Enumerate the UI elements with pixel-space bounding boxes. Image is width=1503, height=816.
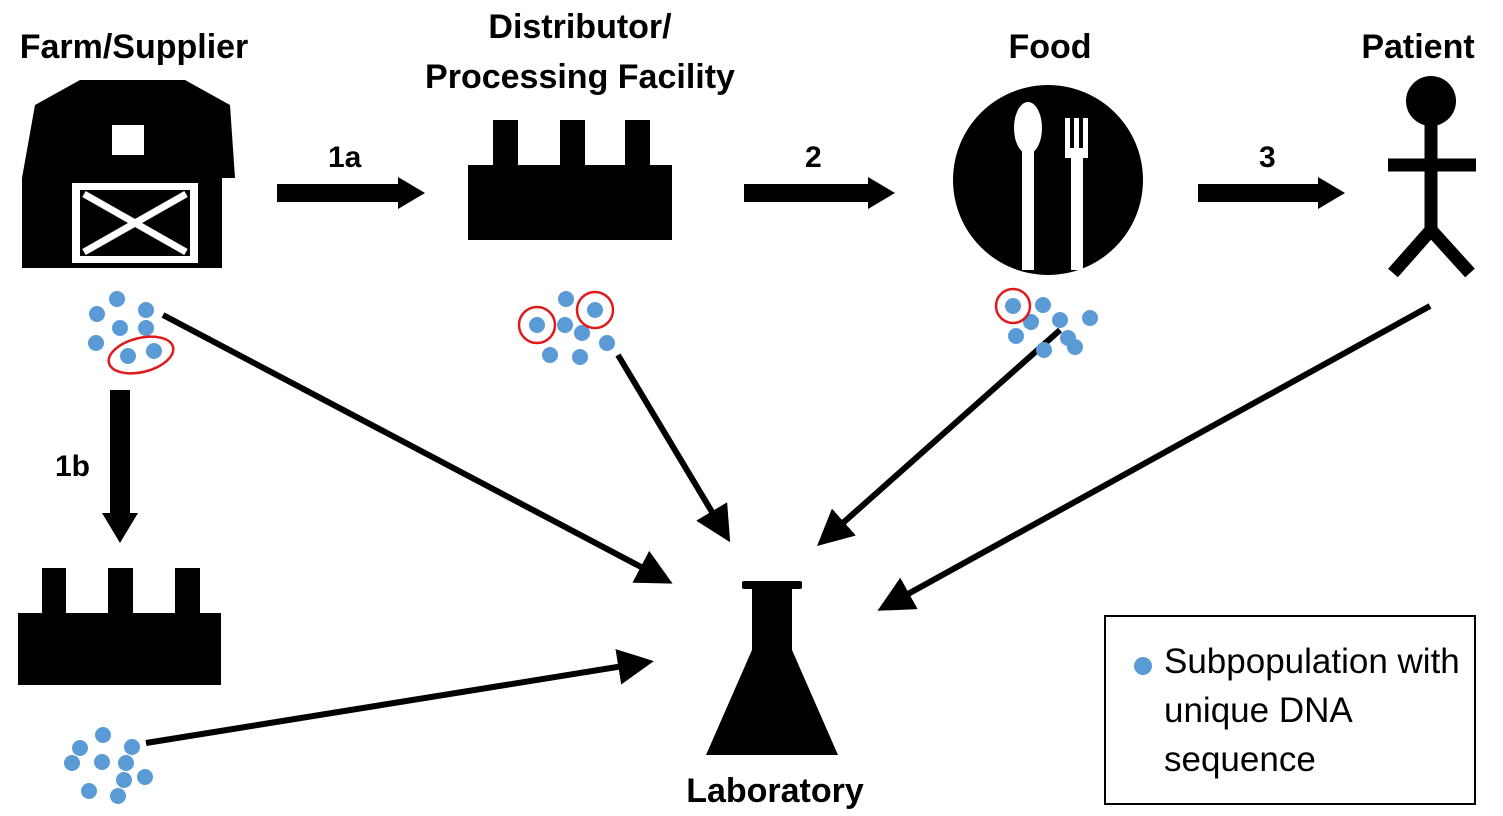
arrow-2: [744, 177, 895, 209]
dot-cluster-distributor: [529, 291, 615, 365]
step-label-1a: 1a: [328, 141, 362, 174]
arrow-distributor-to-lab: [615, 353, 731, 543]
arrow-1b: [102, 390, 138, 543]
arrow-food-to-lab: [817, 327, 1062, 546]
factory-icon-secondary: [18, 568, 221, 685]
legend-dot-icon: [1134, 657, 1152, 675]
barn-icon: [22, 80, 235, 268]
highlight-ring: [107, 335, 175, 375]
dot-cluster-food: [1005, 297, 1098, 358]
step-label-1b: 1b: [55, 450, 91, 483]
arrow-3: [1198, 177, 1345, 209]
plate-utensils-icon: [953, 85, 1143, 275]
patient-label: Patient: [1361, 28, 1475, 66]
stick-figure-icon: [1388, 76, 1476, 278]
highlight-ring: [994, 287, 1032, 325]
factory-icon: [468, 120, 672, 240]
distributor-label-line1: Distributor/: [488, 8, 672, 46]
arrow-1a: [277, 177, 425, 209]
distributor-label-line2: Processing Facility: [425, 58, 735, 96]
highlight-ring: [575, 290, 615, 330]
dot-cluster-farm: [88, 291, 162, 364]
laboratory-label: Laboratory: [686, 772, 864, 810]
legend-label: Subpopulation with unique DNA sequence: [1164, 642, 1460, 779]
highlight-ring: [517, 305, 557, 345]
arrow-secondary-to-lab: [145, 649, 654, 746]
step-label-2: 2: [805, 141, 822, 174]
arrow-farm-to-lab: [161, 312, 673, 584]
flask-icon: [706, 581, 838, 755]
step-label-3: 3: [1259, 141, 1276, 174]
farm-label: Farm/Supplier: [19, 28, 249, 66]
legend: Subpopulation with unique DNA sequence: [1104, 615, 1476, 805]
dot-cluster-secondary: [64, 727, 153, 804]
food-label: Food: [1008, 28, 1092, 66]
arrow-patient-to-lab: [877, 303, 1432, 611]
